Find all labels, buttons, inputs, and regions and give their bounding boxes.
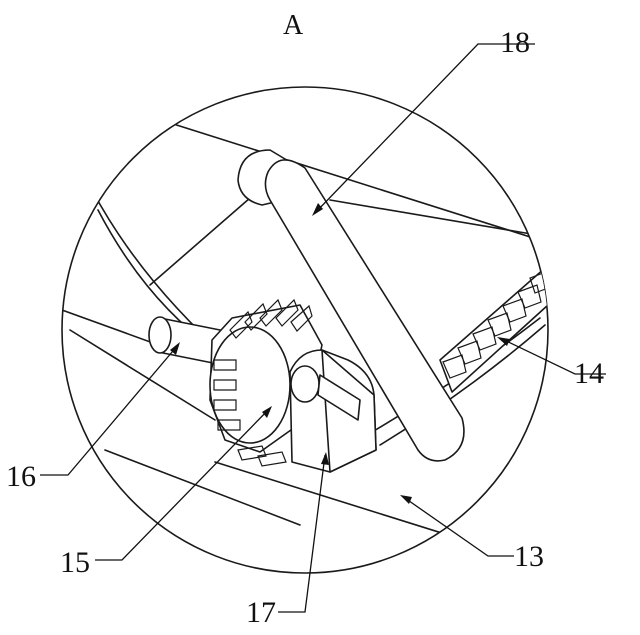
- leader-17: [278, 454, 326, 613]
- rack-14: [439, 267, 548, 393]
- crank-handle-18: [237, 149, 465, 462]
- arrowhead-14: [497, 337, 510, 346]
- arrowhead-13: [400, 495, 412, 504]
- callout-14: 14: [574, 357, 604, 390]
- detail-circle: [61, 86, 549, 574]
- leader-16: [40, 344, 179, 476]
- arrowhead-16: [170, 342, 180, 355]
- leader-lines: [40, 43, 606, 613]
- leader-18: [314, 43, 535, 214]
- leader-13: [401, 495, 514, 557]
- leader-15: [95, 407, 271, 561]
- view-label: A: [283, 10, 304, 41]
- detail-content: [62, 114, 548, 546]
- callout-18: 18: [500, 26, 530, 59]
- callout-13: 13: [514, 540, 544, 573]
- callout-labels: 18 14 16 15 13 17: [6, 26, 604, 629]
- support-block-17: [289, 349, 377, 473]
- callout-15: 15: [60, 546, 90, 579]
- arrowhead-15: [262, 406, 272, 418]
- leader-14: [499, 337, 606, 375]
- arrowhead-17: [321, 452, 329, 465]
- callout-17: 17: [246, 596, 276, 629]
- callout-16: 16: [6, 460, 36, 493]
- arrowhead-18: [312, 203, 323, 216]
